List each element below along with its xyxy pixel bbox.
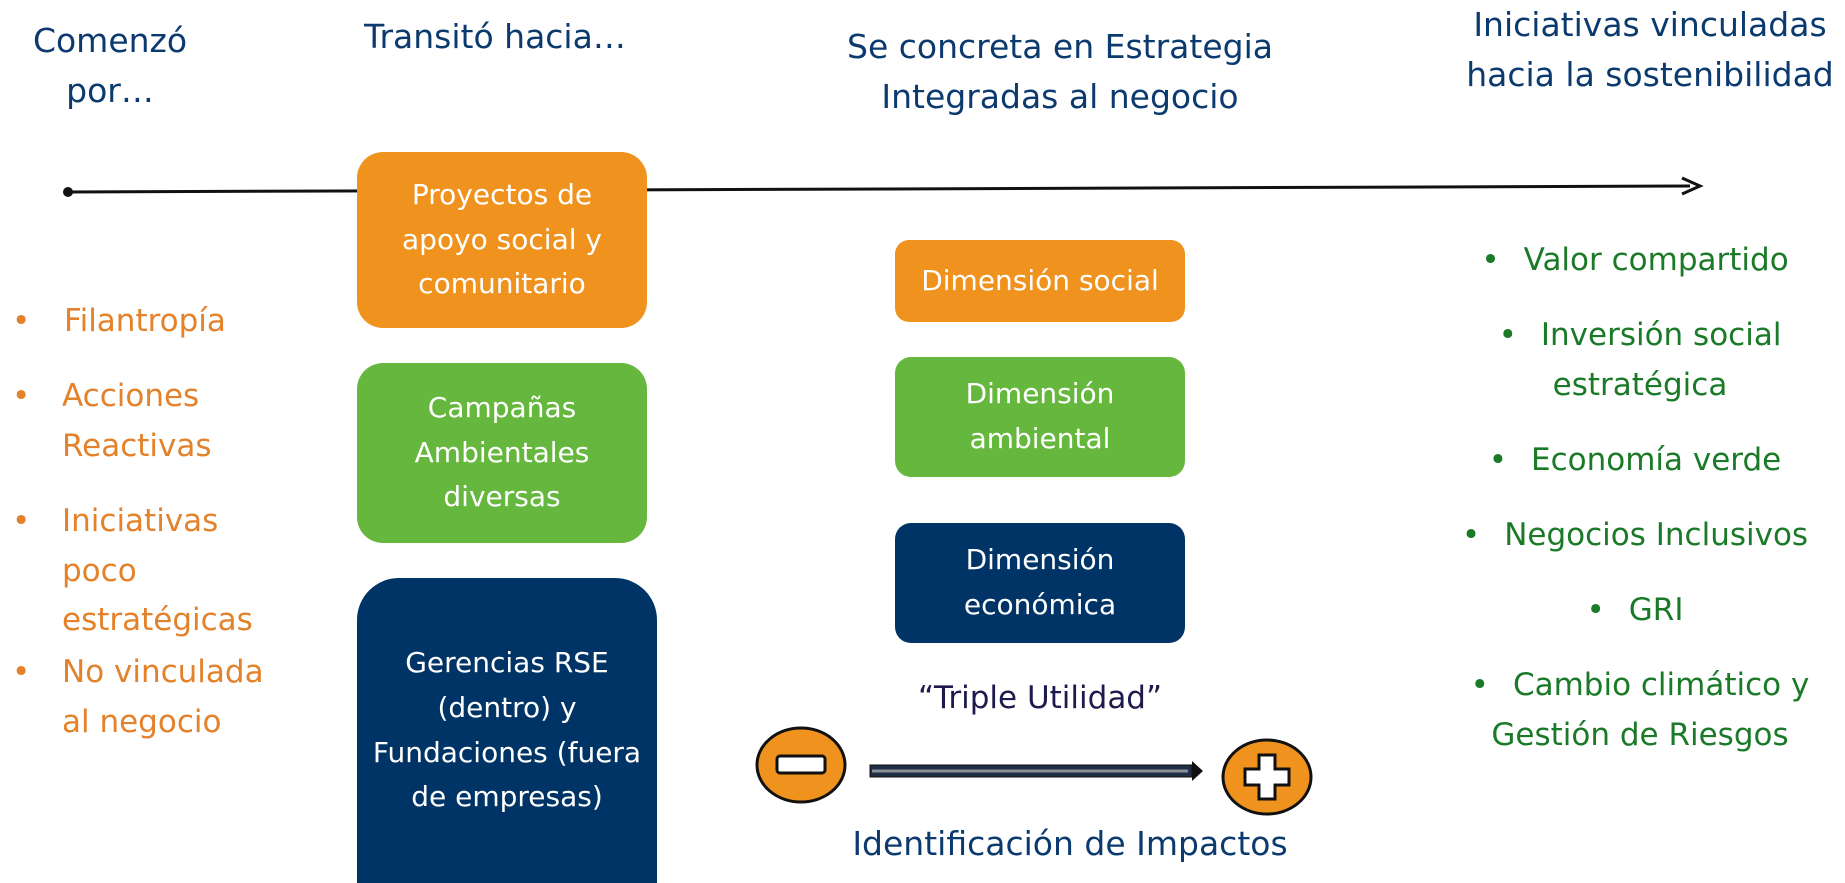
initiative-item: • GRI (1430, 586, 1840, 636)
bullet-icon: • (1461, 517, 1481, 553)
dimension-label: Dimensión social (921, 263, 1159, 297)
started-item-label: Iniciativas poco estratégicas (62, 503, 253, 639)
initiative-label: Negocios Inclusivos (1504, 517, 1809, 553)
triple-utility-label: “Triple Utilidad” (917, 680, 1163, 716)
dimension-box-environmental: Dimensión ambiental (895, 357, 1185, 477)
bullet-icon: • (1481, 242, 1500, 278)
plus-circle-icon (1221, 738, 1313, 816)
transit-box-environmental: Campañas Ambientales diversas (357, 363, 647, 543)
timeline-arrow (63, 176, 1704, 197)
initiative-label: Economía verde (1531, 442, 1782, 478)
header-started: Comenzó por… (32, 21, 188, 110)
transit-box-social: Proyectos de apoyo social y comunitario (357, 152, 647, 328)
bullet-icon: • (12, 303, 31, 339)
initiative-item: • Economía verde (1430, 436, 1840, 486)
initiative-item: • Valor compartido (1430, 236, 1840, 286)
bullet-icon: • (12, 654, 31, 690)
started-item: • Filantropía (12, 297, 272, 347)
initiative-item: •Cambio climático y Gestión de Riesgos (1450, 661, 1830, 760)
header-initiatives: Iniciativas vinculadas hacia la sostenib… (1466, 5, 1834, 94)
transit-box-csr: Gerencias RSE (dentro) y Fundaciones (fu… (357, 578, 657, 883)
initiative-label: Inversión social estratégica (1540, 317, 1782, 403)
initiative-item: • Negocios Inclusivos (1430, 511, 1840, 561)
initiative-item: • Inversión social estratégica (1470, 311, 1810, 410)
initiative-label: GRI (1628, 592, 1684, 628)
bullet-icon: • (1488, 442, 1508, 478)
dimension-label: Dimensión ambiental (965, 377, 1115, 455)
started-item-label: Acciones Reactivas (62, 378, 212, 464)
started-item: • Iniciativas poco estratégicas (12, 497, 253, 646)
transit-label: Campañas Ambientales diversas (414, 390, 590, 514)
started-item-label: No vinculada al negocio (62, 654, 264, 740)
bullet-icon: • (12, 503, 31, 539)
bullet-icon: • (1586, 592, 1605, 628)
started-item: • Acciones Reactivas (12, 372, 232, 471)
transit-label: Gerencias RSE (dentro) y Fundaciones (fu… (372, 645, 642, 814)
dimension-box-social: Dimensión social (895, 240, 1185, 322)
initiative-label: Valor compartido (1523, 242, 1789, 278)
dimension-box-economic: Dimensión económica (895, 523, 1185, 643)
bullet-icon: • (12, 378, 31, 414)
minus-circle-icon (755, 726, 847, 804)
initiative-label: Cambio climático y Gestión de Riesgos (1491, 667, 1810, 753)
bullet-icon: • (1470, 667, 1489, 703)
header-strategy: Se concreta en Estrategia Integradas al … (847, 27, 1273, 116)
impacts-arrow (869, 761, 1203, 781)
bullet-icon: • (1498, 317, 1517, 353)
dimension-label: Dimensión económica (963, 543, 1117, 621)
started-item: • No vinculada al negocio (12, 648, 282, 747)
impacts-label: Identificación de Impactos (852, 824, 1288, 863)
started-item-label: Filantropía (64, 303, 226, 339)
header-transit: Transitó hacia… (364, 17, 626, 56)
transit-label: Proyectos de apoyo social y comunitario (402, 177, 602, 301)
